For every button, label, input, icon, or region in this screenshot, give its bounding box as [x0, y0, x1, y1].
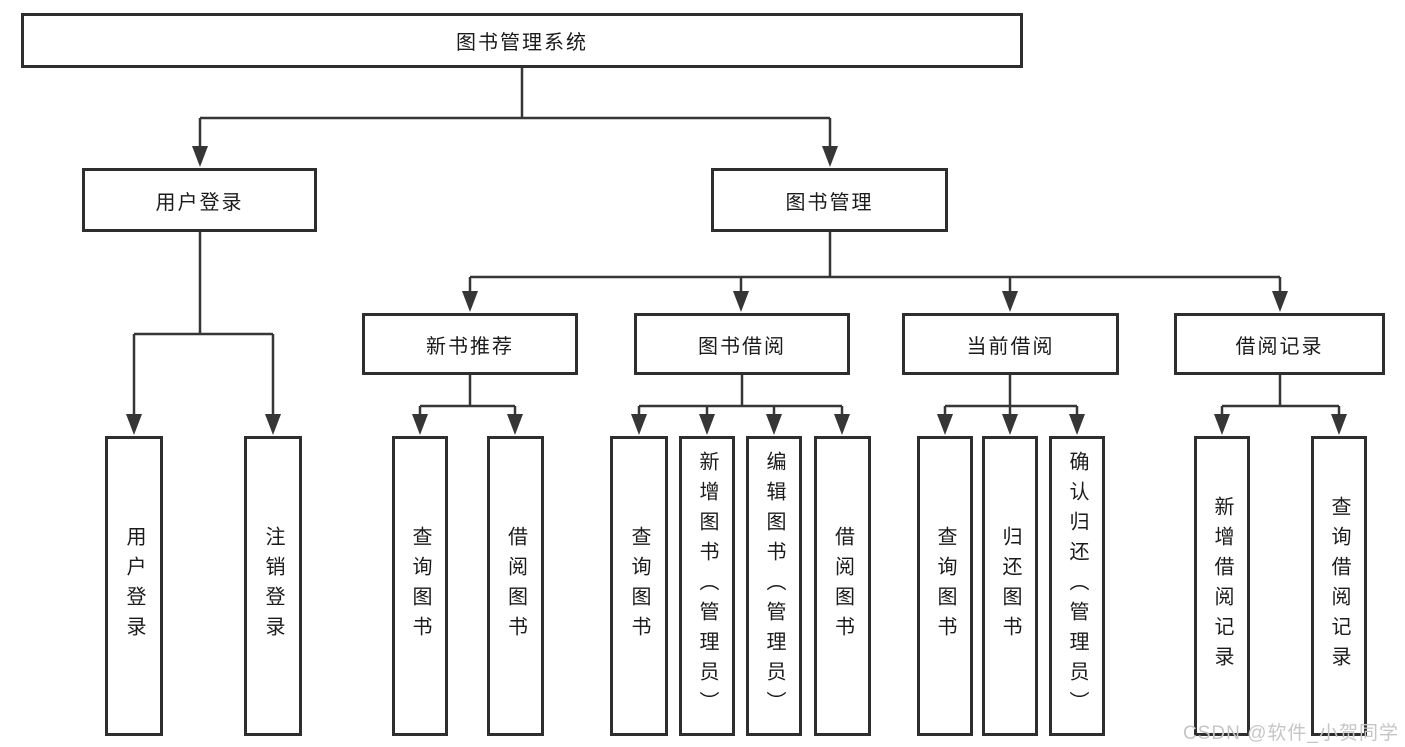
leaf-edit-book-admin: 编辑图书（管理员） [746, 436, 802, 736]
leaf-add-book-admin: 新增图书（管理员） [679, 436, 735, 736]
leaf-user-login-label: 用户登录 [123, 526, 145, 646]
node-book-borrow: 图书借阅 [634, 313, 850, 375]
node-new-book-recommend: 新书推荐 [362, 313, 578, 375]
node-borrow-records: 借阅记录 [1174, 313, 1385, 375]
leaf-query-books-2-label: 查询图书 [628, 526, 650, 646]
leaf-confirm-return-admin-label: 确认归还（管理员） [1066, 451, 1088, 721]
node-borrow-records-label: 借阅记录 [1235, 335, 1324, 358]
leaf-add-borrow-record: 新增借阅记录 [1194, 436, 1250, 736]
leaf-borrow-books-1: 借阅图书 [487, 436, 544, 736]
leaf-return-books-label: 归还图书 [999, 526, 1021, 646]
leaf-query-books-1-label: 查询图书 [409, 526, 431, 646]
node-root-label: 图书管理系统 [456, 32, 588, 54]
leaf-borrow-books-2: 借阅图书 [814, 436, 871, 736]
leaf-query-books-3-label: 查询图书 [934, 526, 956, 646]
node-user-login: 用户登录 [82, 168, 317, 232]
node-book-management: 图书管理 [711, 168, 948, 232]
leaf-query-books-1: 查询图书 [392, 436, 448, 736]
leaf-add-borrow-record-label: 新增借阅记录 [1211, 496, 1233, 676]
leaf-borrow-books-1-label: 借阅图书 [504, 526, 527, 646]
node-book-management-label: 图书管理 [785, 191, 874, 214]
leaf-query-borrow-record: 查询借阅记录 [1311, 436, 1367, 736]
node-user-login-label: 用户登录 [155, 191, 244, 214]
node-root: 图书管理系统 [21, 13, 1023, 68]
leaf-query-books-2: 查询图书 [610, 436, 668, 736]
leaf-edit-book-admin-label: 编辑图书（管理员） [763, 451, 785, 721]
node-current-borrow: 当前借阅 [902, 313, 1119, 375]
leaf-return-books: 归还图书 [982, 436, 1038, 736]
node-current-borrow-label: 当前借阅 [966, 335, 1055, 358]
watermark: CSDN @软件_小贺同学 [1183, 723, 1399, 744]
leaf-add-book-admin-label: 新增图书（管理员） [696, 451, 718, 721]
arrowheads [126, 146, 1347, 435]
leaf-confirm-return-admin: 确认归还（管理员） [1049, 436, 1105, 736]
node-new-book-recommend-label: 新书推荐 [426, 335, 514, 358]
leaf-user-login: 用户登录 [105, 436, 163, 736]
leaf-query-books-3: 查询图书 [917, 436, 973, 736]
leaf-query-borrow-record-label: 查询借阅记录 [1328, 496, 1350, 676]
node-book-borrow-label: 图书借阅 [698, 335, 786, 358]
leaf-borrow-books-2-label: 借阅图书 [831, 526, 854, 646]
leaf-logout: 注销登录 [244, 436, 302, 736]
leaf-logout-label: 注销登录 [262, 526, 284, 646]
